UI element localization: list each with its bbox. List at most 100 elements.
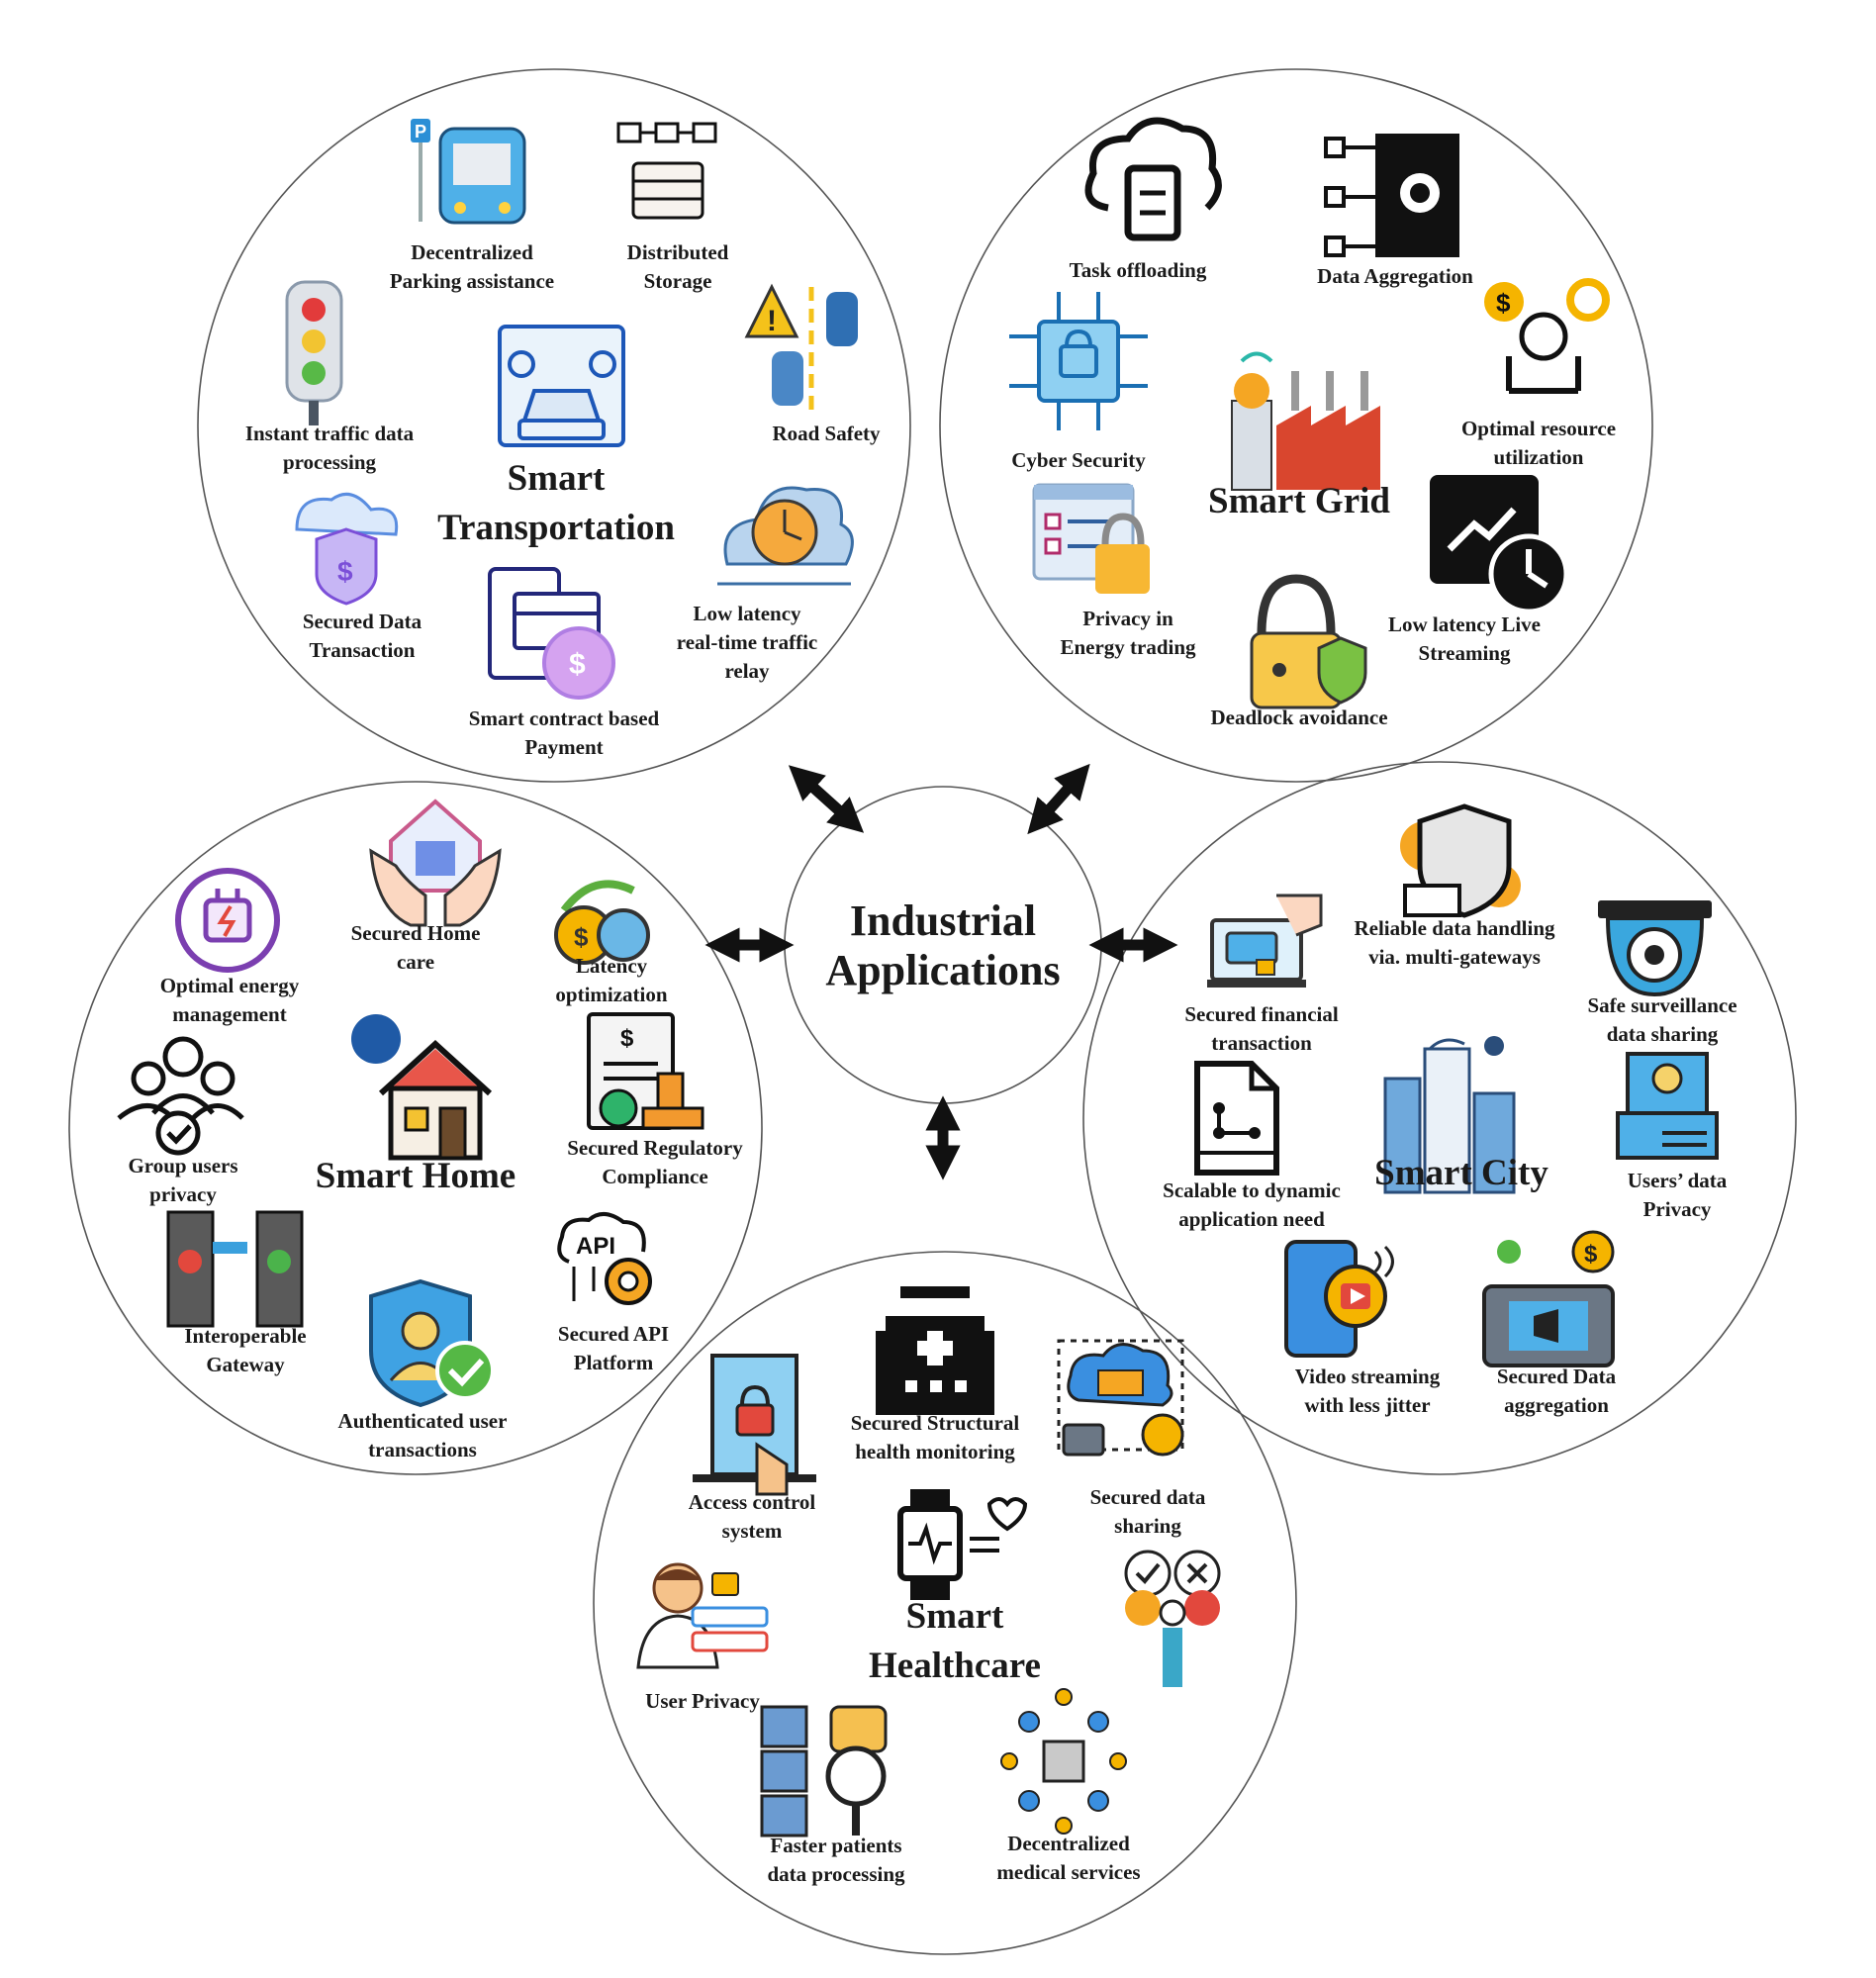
home-item-5-line2: Compliance bbox=[602, 1165, 707, 1188]
traffic-light-icon bbox=[285, 280, 343, 425]
data-aggregation-icon bbox=[1324, 134, 1459, 257]
users-privacy-icon bbox=[1616, 1052, 1719, 1160]
transport-title-line1: Smart bbox=[508, 458, 606, 499]
patient-data-search-icon bbox=[760, 1705, 888, 1837]
arrow-grid bbox=[1027, 763, 1090, 835]
smart-contract-payment-icon: $ bbox=[488, 567, 615, 700]
grid-item-5-line1: Privacy in bbox=[1082, 607, 1173, 630]
center-title-line2: Applications bbox=[825, 946, 1060, 994]
health-item-4-line1: User Privacy bbox=[645, 1689, 760, 1713]
healthcare-circle bbox=[593, 1251, 1297, 1955]
smartwatch-health-icon bbox=[897, 1489, 1028, 1600]
health-item-2-line2: system bbox=[722, 1519, 783, 1543]
transport-item-7-line1: Smart contract based bbox=[469, 706, 660, 730]
grid-circle bbox=[939, 68, 1653, 783]
health-item-3-line1: Secured data bbox=[1090, 1485, 1206, 1509]
city-item-3-line2: data sharing bbox=[1607, 1022, 1719, 1046]
grid-item-1-line1: Task offloading bbox=[1070, 258, 1207, 282]
group-users-icon bbox=[117, 1036, 244, 1156]
surveillance-camera-icon bbox=[1598, 900, 1712, 997]
home-title: Smart Home bbox=[316, 1156, 516, 1196]
city-item-6-line1: Video streaming bbox=[1295, 1365, 1441, 1388]
transport-item-3-line2: processing bbox=[283, 450, 377, 474]
city-item-7-line2: aggregation bbox=[1504, 1393, 1609, 1417]
transport-item-2-line2: Storage bbox=[644, 269, 712, 293]
city-item-5-line1: Users’ data bbox=[1628, 1169, 1728, 1192]
grid-item-6-line2: Streaming bbox=[1419, 641, 1511, 665]
home-item-2-line1: Optimal energy bbox=[160, 974, 300, 997]
home-care-icon bbox=[369, 799, 502, 927]
city-item-4-line2: application need bbox=[1178, 1207, 1325, 1231]
home-item-1-line2: care bbox=[397, 950, 434, 974]
smart-transport-icon bbox=[498, 325, 625, 447]
grid-title: Smart Grid bbox=[1208, 481, 1390, 521]
city-item-5-line2: Privacy bbox=[1643, 1197, 1712, 1221]
grid-item-3-line1: Cyber Security bbox=[1011, 448, 1146, 472]
health-item-3-line2: sharing bbox=[1114, 1514, 1181, 1538]
gateway-icon bbox=[166, 1210, 304, 1328]
health-item-5-line2: data processing bbox=[767, 1862, 905, 1886]
health-item-6-line2: medical services bbox=[996, 1860, 1140, 1884]
home-item-3-line2: optimization bbox=[555, 983, 667, 1006]
grid-item-7-line1: Deadlock avoidance bbox=[1210, 706, 1387, 729]
city-title: Smart City bbox=[1374, 1153, 1548, 1193]
health-item-2-line1: Access control bbox=[689, 1490, 816, 1514]
distributed-storage-icon bbox=[616, 122, 717, 220]
data-aggregation-tablet-icon: $ bbox=[1482, 1230, 1615, 1367]
transport-item-1-line1: Decentralized bbox=[411, 240, 533, 264]
transport-item-2-line1: Distributed bbox=[627, 240, 729, 264]
transport-item-5-line2: Transaction bbox=[310, 638, 416, 662]
city-item-3-line1: Safe surveillance bbox=[1587, 993, 1736, 1017]
grid-item-5-line2: Energy trading bbox=[1060, 635, 1196, 659]
smart-home-icon bbox=[351, 1014, 493, 1161]
authenticated-user-icon bbox=[369, 1278, 495, 1408]
svg-text:$: $ bbox=[569, 648, 586, 681]
task-offloading-icon bbox=[1084, 117, 1222, 241]
transport-item-3-line1: Instant traffic data bbox=[245, 422, 415, 445]
center-title-line1: Industrial bbox=[850, 896, 1036, 945]
city-circle bbox=[1082, 761, 1797, 1475]
road-safety-icon: ! bbox=[744, 283, 858, 416]
low-latency-timer-icon bbox=[717, 486, 854, 586]
home-item-2-line2: management bbox=[172, 1002, 286, 1026]
decision-person-icon bbox=[1124, 1550, 1221, 1687]
home-item-7-line2: Platform bbox=[574, 1351, 654, 1374]
health-title-line1: Smart bbox=[906, 1596, 1004, 1637]
user-privacy-person-icon bbox=[636, 1562, 769, 1669]
health-item-6-line1: Decentralized bbox=[1007, 1832, 1130, 1855]
svg-text:$: $ bbox=[620, 1025, 634, 1052]
hospital-building-icon bbox=[876, 1286, 994, 1415]
transport-item-6-line2: real-time traffic bbox=[677, 630, 817, 654]
center-circle bbox=[784, 786, 1102, 1104]
svg-text:$: $ bbox=[574, 922, 589, 952]
transport-item-7-line2: Payment bbox=[524, 735, 603, 759]
home-item-4-line2: privacy bbox=[149, 1182, 217, 1206]
home-item-8-line1: Authenticated user bbox=[338, 1409, 508, 1433]
financial-laptop-icon bbox=[1207, 894, 1323, 988]
home-item-4-line1: Group users bbox=[128, 1154, 237, 1177]
home-item-6-line2: Gateway bbox=[206, 1353, 285, 1376]
transport-item-4-line1: Road Safety bbox=[772, 422, 881, 445]
home-item-1-line1: Secured Home bbox=[351, 921, 481, 945]
svg-text:P: P bbox=[415, 122, 426, 141]
svg-text:$: $ bbox=[1496, 288, 1511, 318]
cyber-security-chip-icon bbox=[1009, 292, 1148, 430]
live-streaming-icon bbox=[1430, 475, 1569, 614]
city-item-2-line1: Secured financial bbox=[1184, 1002, 1339, 1026]
regulatory-compliance-icon: $ bbox=[587, 1012, 704, 1130]
city-item-6-line2: with less jitter bbox=[1304, 1393, 1430, 1417]
home-item-3-line1: Latency bbox=[576, 954, 648, 978]
transport-item-5-line1: Secured Data bbox=[303, 610, 422, 633]
health-item-5-line1: Faster patients bbox=[770, 1834, 901, 1857]
energy-plug-icon bbox=[175, 868, 280, 973]
grid-item-4-line2: utilization bbox=[1493, 445, 1583, 469]
parking-bus-icon: P bbox=[411, 119, 526, 225]
optimal-resource-icon: $ bbox=[1484, 278, 1610, 394]
grid-item-2-line1: Data Aggregation bbox=[1317, 264, 1473, 288]
city-item-1-line2: via. multi-gateways bbox=[1368, 945, 1541, 969]
home-item-6-line1: Interoperable bbox=[184, 1324, 306, 1348]
privacy-energy-icon bbox=[1032, 483, 1150, 594]
city-item-4-line1: Scalable to dynamic bbox=[1163, 1178, 1341, 1202]
city-item-1-line1: Reliable data handling bbox=[1354, 916, 1555, 940]
